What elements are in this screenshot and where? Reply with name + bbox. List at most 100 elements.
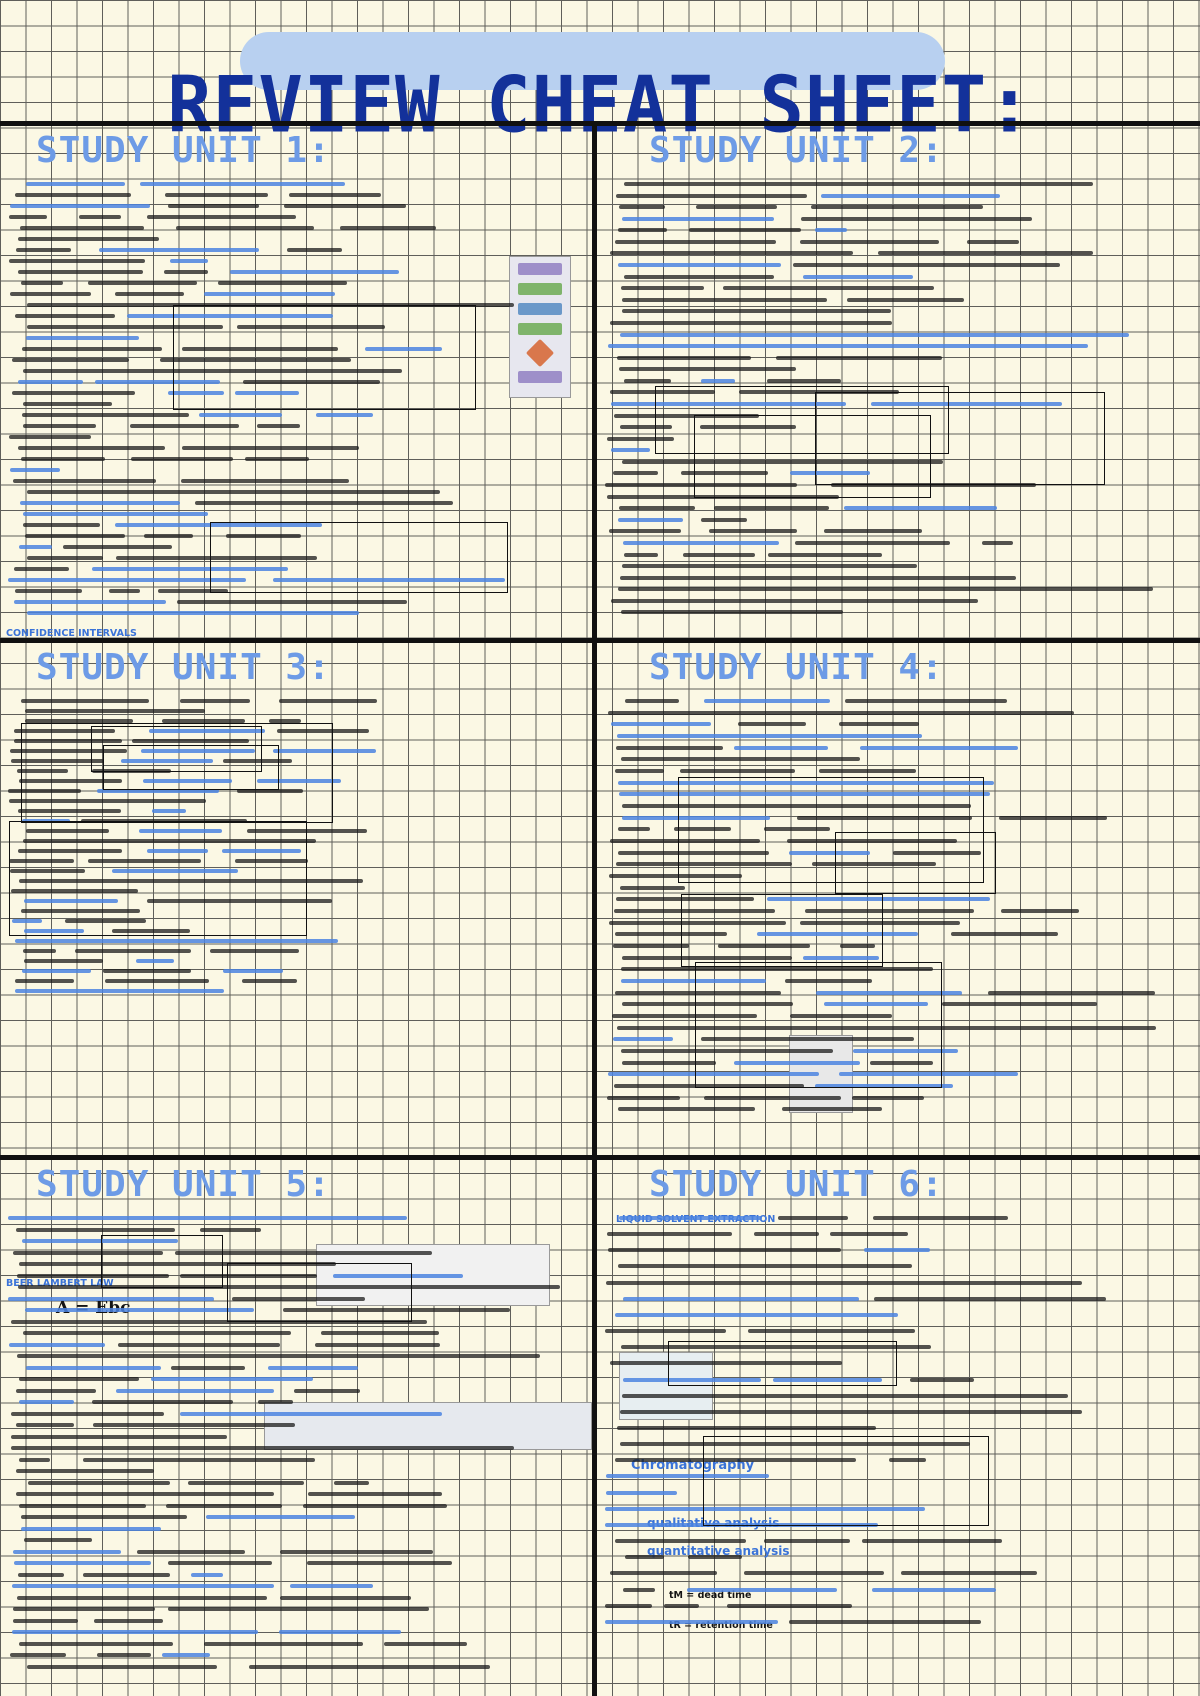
note-line	[115, 556, 317, 560]
note-line	[268, 1365, 358, 1370]
note-line	[776, 355, 942, 360]
note-line	[223, 759, 292, 763]
note-line	[701, 1037, 914, 1042]
note-line	[621, 286, 705, 291]
flowchart-figure	[509, 256, 571, 398]
note-line	[988, 990, 1156, 995]
note-line	[302, 1503, 447, 1508]
note-line	[13, 739, 122, 743]
note-line	[15, 1469, 155, 1473]
note-line	[19, 501, 180, 505]
title-banner: REVIEW CHEAT SHEET:	[0, 0, 1200, 150]
note-line	[616, 1025, 1157, 1030]
note-line	[243, 380, 381, 384]
note-line	[210, 949, 300, 953]
note-line	[8, 1342, 106, 1347]
note-line	[111, 929, 191, 933]
note-line	[332, 1273, 463, 1278]
note-line	[801, 216, 1032, 221]
note-line	[606, 1232, 732, 1237]
note-line	[613, 944, 690, 948]
note-line	[799, 920, 961, 925]
note-line	[222, 849, 301, 853]
note-line	[17, 809, 121, 813]
note-line	[143, 534, 193, 538]
note-line	[861, 1539, 1002, 1544]
note-line	[624, 1555, 664, 1560]
note-line	[19, 545, 53, 549]
note-line	[167, 1561, 273, 1565]
note-line	[384, 1641, 467, 1646]
note-line	[307, 1561, 453, 1565]
note-line	[16, 248, 72, 252]
note-line	[764, 827, 830, 832]
note-line	[609, 920, 787, 925]
note-line	[713, 506, 829, 511]
note-line	[26, 556, 103, 560]
note-line	[111, 869, 238, 873]
note-line	[131, 457, 233, 461]
note-line	[247, 829, 368, 833]
note-line	[339, 226, 436, 230]
note-line	[618, 850, 769, 855]
note-line	[622, 459, 944, 464]
note-box	[209, 522, 508, 594]
note-line	[232, 1296, 366, 1301]
note-line	[605, 1506, 926, 1511]
note-line	[608, 874, 742, 878]
note-line	[743, 1571, 884, 1576]
note-line	[689, 228, 802, 233]
note-line	[27, 611, 359, 615]
note-line	[148, 729, 265, 733]
note-line	[901, 1571, 1037, 1576]
note-line	[140, 749, 256, 753]
note-line	[321, 1331, 440, 1335]
note-line	[606, 1280, 1083, 1285]
note-line	[182, 347, 339, 351]
note-line	[115, 523, 322, 527]
note-line	[843, 506, 997, 511]
note-line	[788, 850, 870, 855]
unit-heading: STUDY UNIT 4:	[649, 647, 944, 688]
note-line	[824, 1002, 929, 1007]
note-line	[289, 193, 382, 197]
note-line	[9, 435, 91, 439]
note-line	[617, 827, 651, 832]
note-line	[622, 815, 771, 820]
note-line	[623, 274, 775, 279]
note-line	[26, 336, 140, 340]
note-line	[864, 1248, 931, 1253]
note-line	[620, 967, 934, 972]
note-line	[9, 259, 146, 263]
note-line	[621, 979, 767, 983]
note-line	[95, 380, 221, 384]
note-line	[617, 355, 751, 360]
note-line	[14, 600, 167, 604]
note-line	[623, 182, 1093, 186]
note-line	[290, 1584, 373, 1588]
note-line	[726, 1603, 853, 1608]
note-line	[151, 1377, 314, 1381]
note-line	[738, 722, 807, 727]
study-unit-3: STUDY UNIT 3:	[0, 643, 592, 1155]
note-line	[23, 1538, 93, 1542]
unit-heading: STUDY UNIT 5:	[36, 1164, 331, 1205]
note-line	[244, 457, 310, 461]
note-line	[18, 1503, 146, 1508]
note-line	[13, 1607, 155, 1611]
note-line	[620, 757, 860, 762]
note-line	[12, 1584, 275, 1588]
note-line	[620, 332, 1129, 337]
note-line	[194, 501, 453, 505]
note-line	[799, 239, 940, 244]
note-line	[810, 205, 984, 210]
note-line	[236, 789, 303, 793]
note-line	[364, 347, 442, 351]
note-line	[179, 1411, 443, 1416]
divider-lower	[0, 1155, 1200, 1160]
note-line	[682, 552, 755, 557]
note-line	[609, 251, 853, 256]
note-line	[838, 722, 919, 727]
note-line	[1000, 909, 1079, 913]
note-line	[877, 251, 1093, 256]
